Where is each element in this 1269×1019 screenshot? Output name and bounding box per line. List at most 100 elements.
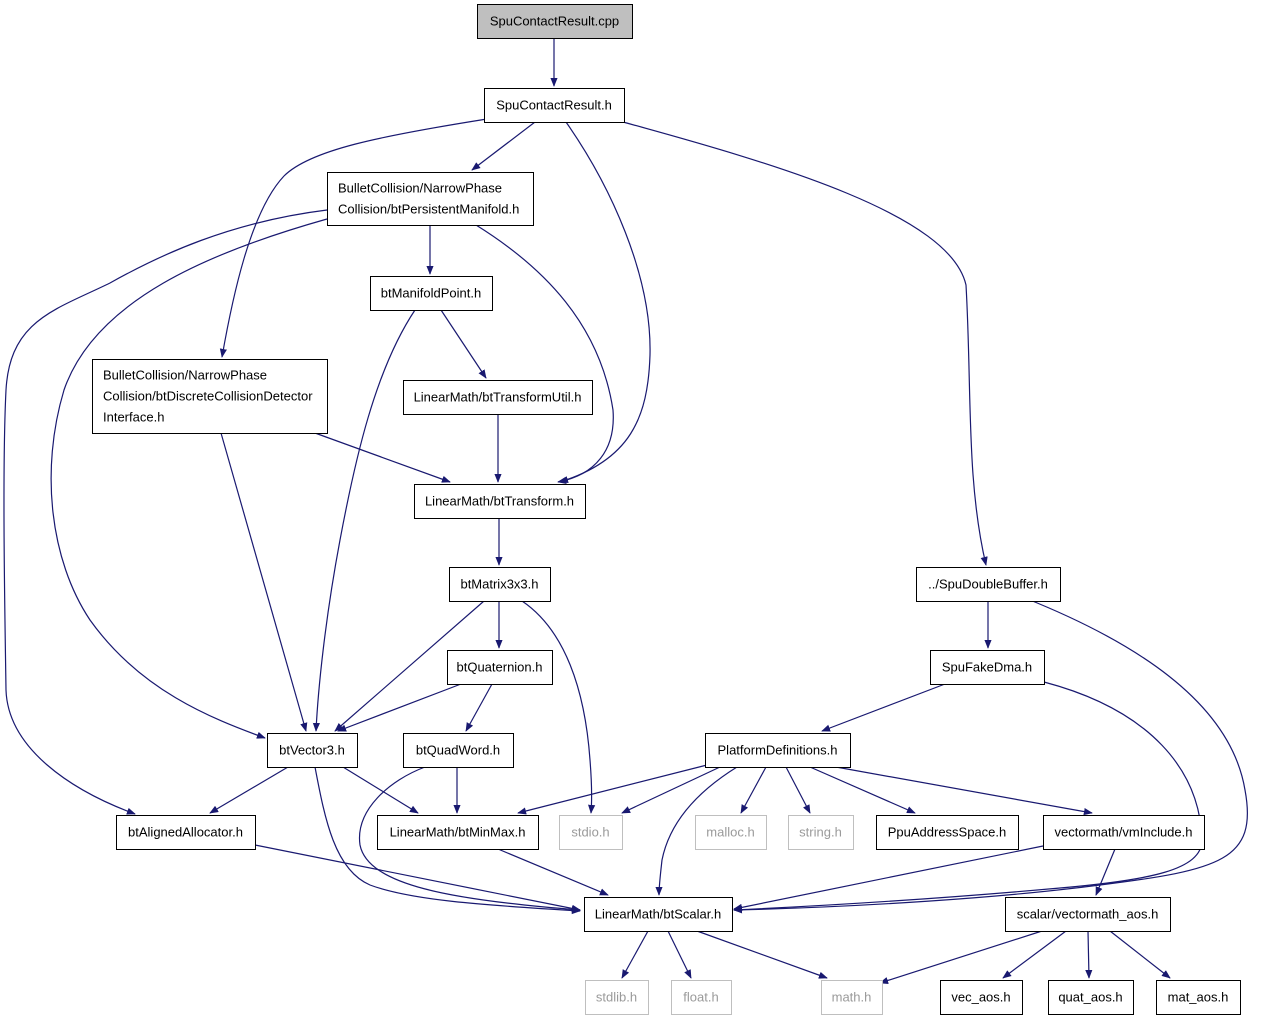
node-label: LinearMath/btTransformUtil.h — [414, 390, 582, 405]
node-vec-aos-h[interactable]: vec_aos.h — [940, 980, 1023, 1015]
node-label: btQuadWord.h — [416, 743, 500, 758]
edge-platformdefinitions-h-to-btminmax-h — [517, 764, 708, 815]
node-label: btManifoldPoint.h — [381, 286, 481, 301]
node-quat-aos-h[interactable]: quat_aos.h — [1048, 980, 1134, 1015]
node-box — [477, 4, 633, 39]
node-mat-aos-h[interactable]: mat_aos.h — [1156, 980, 1241, 1015]
node-spudoublebuffer-h[interactable]: ../SpuDoubleBuffer.h — [916, 567, 1061, 602]
node-box — [327, 172, 534, 226]
node-box — [585, 980, 649, 1015]
node-label: SpuContactResult.cpp — [490, 14, 619, 29]
node-label: LinearMath/btScalar.h — [595, 907, 721, 922]
edge-btminmax-h-to-btscalar-h — [497, 848, 609, 896]
node-btalignedallocator-h[interactable]: btAlignedAllocator.h — [116, 815, 256, 850]
node-btscalar-h[interactable]: LinearMath/btScalar.h — [584, 897, 733, 932]
edge-btvector3-h-to-btminmax-h — [342, 766, 419, 814]
edge-btmanifoldpoint-h-to-btvector3-h — [312, 309, 416, 732]
node-btquadword-h[interactable]: btQuadWord.h — [403, 733, 514, 768]
node-btmanifoldpoint-h[interactable]: btManifoldPoint.h — [370, 276, 493, 311]
edge-spufakedma-h-to-btscalar-h — [733, 681, 1203, 914]
node-label: stdlib.h — [596, 990, 637, 1005]
node-label: ../SpuDoubleBuffer.h — [928, 577, 1048, 592]
node-box — [788, 815, 854, 850]
node-label: quat_aos.h — [1058, 990, 1122, 1005]
node-btdiscretecollisiondetector-h[interactable]: BulletCollision/NarrowPhaseCollision/btD… — [92, 359, 328, 434]
edge-btscalar-h-to-stdlib-h — [621, 930, 649, 979]
node-box — [414, 484, 586, 519]
node-box — [671, 980, 732, 1015]
node-box — [116, 815, 256, 850]
node-label: BulletCollision/NarrowPhase — [338, 181, 502, 196]
edge-vectormath-aos-h-to-math-h — [879, 930, 1043, 984]
edge-platformdefinitions-h-to-ppuaddressspace-h — [809, 766, 916, 814]
edge-vectormath-aos-h-to-quat-aos-h — [1085, 930, 1093, 979]
node-vminclude-h[interactable]: vectormath/vmInclude.h — [1043, 815, 1205, 850]
node-box — [1005, 897, 1171, 932]
node-float-h[interactable]: float.h — [671, 980, 732, 1015]
node-spucontactresult-cpp[interactable]: SpuContactResult.cpp — [477, 4, 633, 39]
edge-btscalar-h-to-float-h — [667, 930, 692, 979]
edge-platformdefinitions-h-to-btscalar-h — [655, 766, 738, 896]
node-label: PlatformDefinitions.h — [718, 743, 838, 758]
edge-btscalar-h-to-math-h — [696, 930, 828, 979]
node-math-h[interactable]: math.h — [821, 980, 883, 1015]
node-btminmax-h[interactable]: LinearMath/btMinMax.h — [377, 815, 539, 850]
edge-btpersistentmanifold-h-to-btalignedallocator-h — [3, 209, 328, 815]
node-box — [377, 815, 539, 850]
edge-btalignedallocator-h-to-btscalar-h — [254, 844, 581, 912]
node-label: vectormath/vmInclude.h — [1054, 825, 1192, 840]
node-label: SpuContactResult.h — [496, 98, 612, 113]
edge-btmanifoldpoint-h-to-bttransformutil-h — [440, 309, 487, 379]
edge-spufakedma-h-to-platformdefinitions-h — [821, 683, 946, 732]
node-box — [940, 980, 1023, 1015]
edge-spucontactresult-h-to-bttransform-h — [559, 121, 651, 484]
edge-btpersistentmanifold-h-to-bttransform-h — [475, 224, 614, 485]
node-label: BulletCollision/NarrowPhase — [103, 368, 267, 383]
node-box — [403, 733, 514, 768]
node-box — [705, 733, 851, 768]
node-vectormath-aos-h[interactable]: scalar/vectormath_aos.h — [1005, 897, 1171, 932]
node-btvector3-h[interactable]: btVector3.h — [267, 733, 358, 768]
node-stdlib-h[interactable]: stdlib.h — [585, 980, 649, 1015]
edge-spudoublebuffer-h-to-btscalar-h — [733, 597, 1249, 914]
edges-layer — [3, 38, 1249, 984]
node-bttransform-h[interactable]: LinearMath/btTransform.h — [414, 484, 586, 519]
node-stdio-h[interactable]: stdio.h — [559, 815, 623, 850]
node-box — [370, 276, 493, 311]
edge-btmatrix3x3-h-to-stdio-h — [521, 600, 596, 814]
edge-vectormath-aos-h-to-vec-aos-h — [1002, 930, 1067, 979]
node-btpersistentmanifold-h[interactable]: BulletCollision/NarrowPhaseCollision/btP… — [327, 172, 534, 226]
node-box — [1156, 980, 1241, 1015]
node-spucontactresult-h[interactable]: SpuContactResult.h — [484, 88, 625, 123]
edge-btvector3-h-to-btalignedallocator-h — [209, 766, 289, 814]
edge-btmatrix3x3-h-to-btvector3-h — [334, 600, 485, 732]
edge-btquadword-h-to-btscalar-h — [358, 766, 581, 913]
node-label: Collision/btDiscreteCollisionDetector — [103, 389, 313, 404]
edge-btvector3-h-to-btscalar-h — [314, 766, 581, 915]
node-ppuaddressspace-h[interactable]: PpuAddressSpace.h — [876, 815, 1019, 850]
node-spufakedma-h[interactable]: SpuFakeDma.h — [930, 650, 1045, 685]
edge-vminclude-h-to-vectormath-aos-h — [1095, 848, 1116, 896]
node-label: math.h — [832, 990, 872, 1005]
node-label: string.h — [799, 825, 842, 840]
node-box — [916, 567, 1061, 602]
node-label: Collision/btPersistentManifold.h — [338, 202, 519, 217]
node-platformdefinitions-h[interactable]: PlatformDefinitions.h — [705, 733, 851, 768]
edge-btpersistentmanifold-h-to-btvector3-h — [50, 218, 328, 739]
node-btmatrix3x3-h[interactable]: btMatrix3x3.h — [449, 567, 551, 602]
node-btquaternion-h[interactable]: btQuaternion.h — [447, 650, 553, 685]
node-label: malloc.h — [706, 825, 754, 840]
node-string-h[interactable]: string.h — [788, 815, 854, 850]
node-label: btAlignedAllocator.h — [128, 825, 243, 840]
node-bttransformutil-h[interactable]: LinearMath/btTransformUtil.h — [403, 380, 593, 415]
node-box — [267, 733, 358, 768]
edge-platformdefinitions-h-to-malloc-h — [740, 766, 767, 814]
edge-btquaternion-h-to-btquadword-h — [465, 683, 493, 732]
edge-spucontactresult-h-to-btdiscretecollisiondetector-h — [219, 118, 488, 358]
node-box — [584, 897, 733, 932]
node-box — [447, 650, 553, 685]
node-box — [1043, 815, 1205, 850]
edge-platformdefinitions-h-to-vminclude-h — [835, 766, 1093, 816]
node-malloc-h[interactable]: malloc.h — [695, 815, 767, 850]
node-label: LinearMath/btMinMax.h — [390, 825, 526, 840]
